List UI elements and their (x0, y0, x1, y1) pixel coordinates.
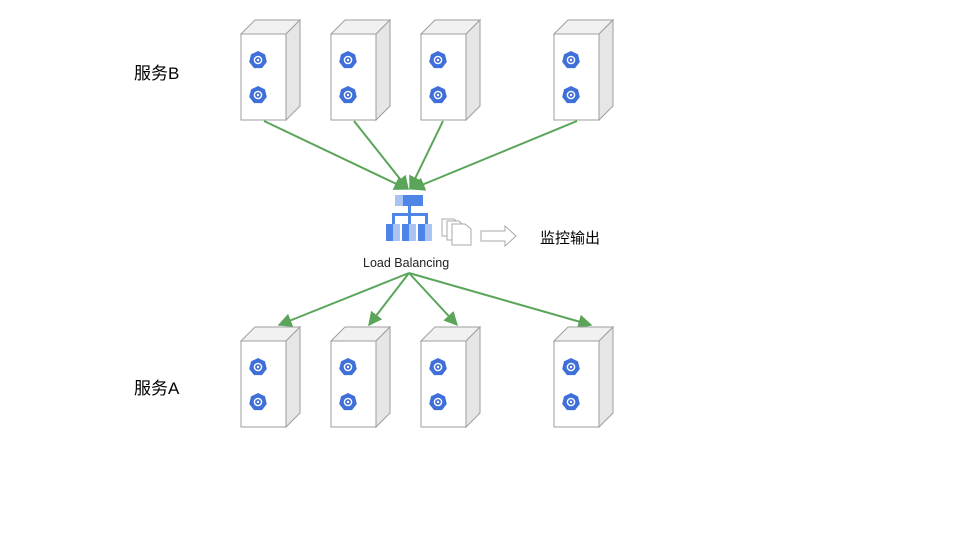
connection-arrow (409, 120, 444, 191)
server-icon (420, 19, 481, 121)
service-b-label: 服务B (134, 64, 180, 83)
connection-arrow (263, 120, 409, 190)
load-balancer-icon (386, 195, 432, 241)
arrows-lb-to-a (277, 272, 593, 329)
connection-arrow (277, 272, 410, 327)
arrows-b-to-lb (263, 120, 578, 191)
load-balancing-label: Load Balancing (363, 256, 450, 270)
documents-icon (441, 218, 472, 246)
monitor-output-label: 监控输出 (540, 230, 601, 247)
server-icon (330, 19, 391, 121)
connection-arrow (410, 120, 578, 191)
service-b-group (240, 19, 614, 121)
server-icon (553, 326, 614, 428)
connection-arrow (353, 120, 409, 191)
server-icon (420, 326, 481, 428)
server-icon (240, 19, 301, 121)
connection-arrow (408, 272, 458, 327)
server-icon (240, 326, 301, 428)
connection-arrow (368, 272, 410, 327)
connection-arrow (408, 272, 593, 329)
right-arrow-icon (480, 224, 517, 248)
service-a-group (240, 326, 614, 428)
server-icon (553, 19, 614, 121)
service-a-label: 服务A (134, 379, 180, 398)
server-icon (330, 326, 391, 428)
